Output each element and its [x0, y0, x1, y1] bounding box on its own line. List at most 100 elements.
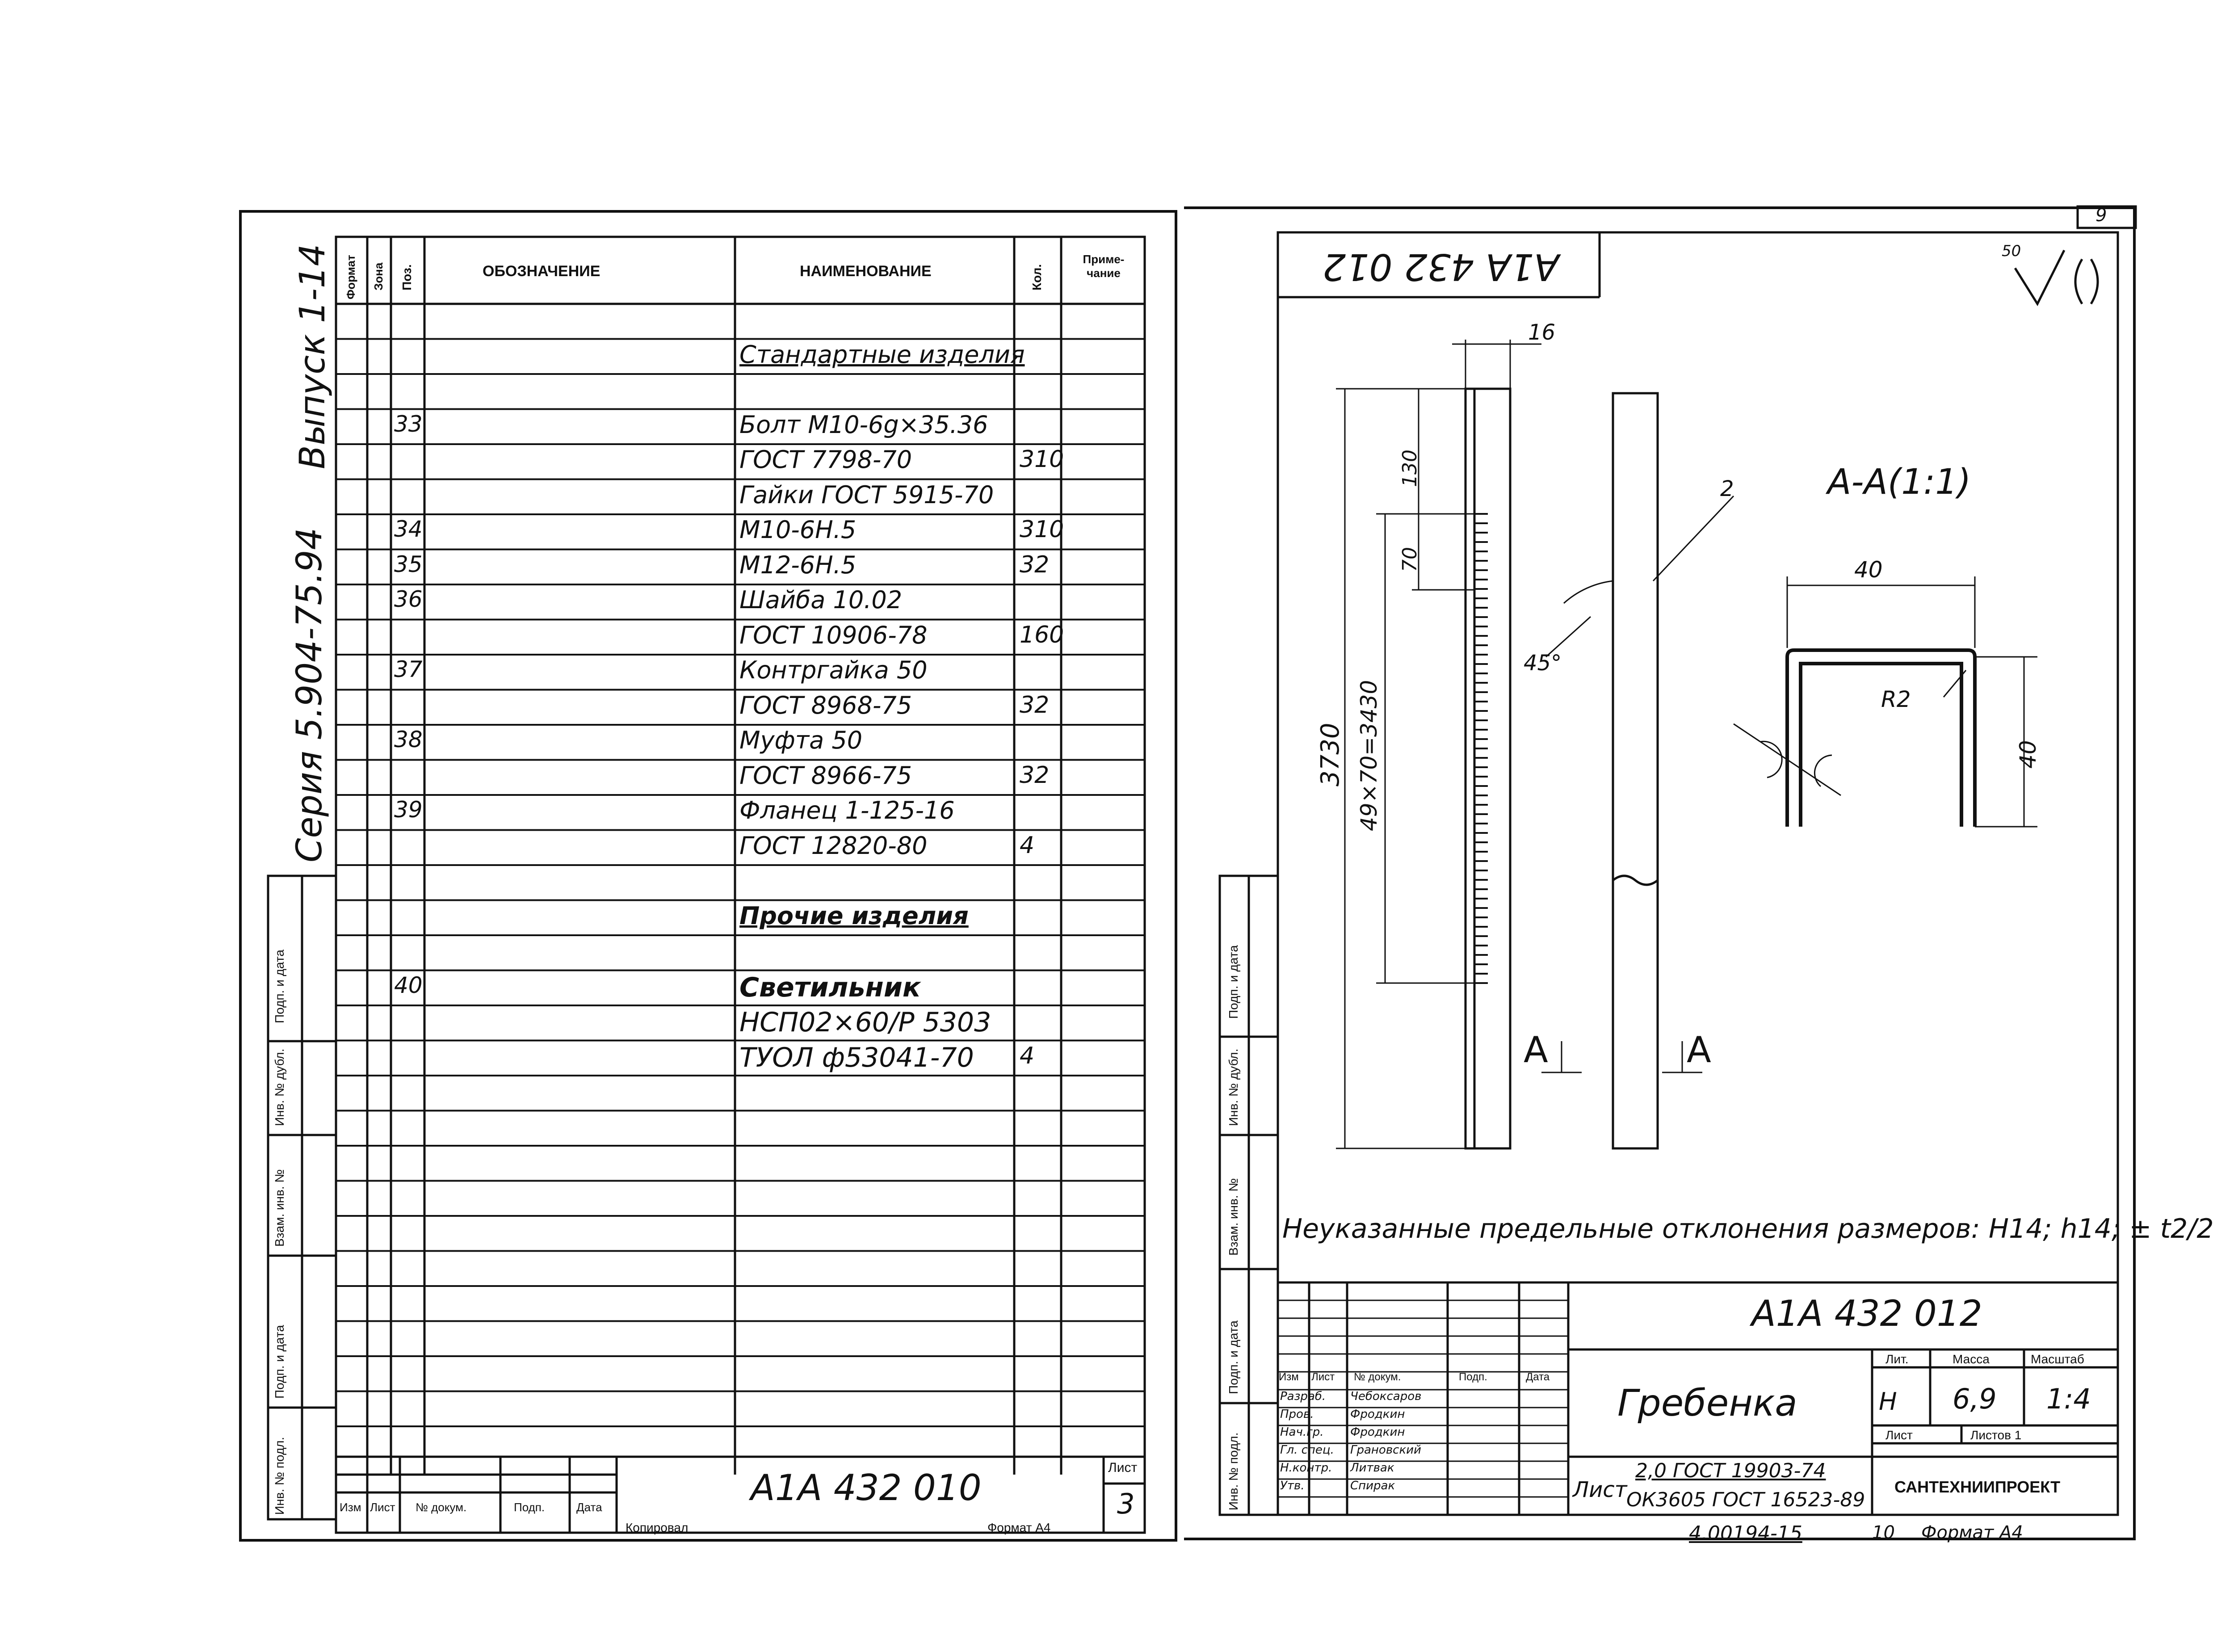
row-name: Шайба 10.02: [739, 586, 903, 614]
right-side-label-2: Инв. № дубл.: [1226, 1048, 1240, 1126]
stamp-person-role: Пров.: [1280, 1408, 1314, 1421]
left-stamp-col-3: № докум.: [416, 1501, 467, 1514]
row-name: ГОСТ 8968-75: [739, 691, 912, 719]
stamp-sheets-label: Листов 1: [1970, 1428, 2022, 1442]
dim-3730: 3730: [1316, 723, 1345, 786]
bottom-code: 4.00194-15: [1689, 1522, 1802, 1545]
stamp-title: Гребенка: [1617, 1382, 1797, 1425]
stamp-person-name: Спирак: [1350, 1479, 1395, 1492]
bottom-format: Формат А4: [1921, 1522, 2023, 1543]
dim-130: 130: [1398, 450, 1421, 487]
right-drawing-sheet: [1184, 206, 2136, 1540]
row-pos: 40: [394, 972, 423, 998]
row-pos: 35: [394, 551, 423, 577]
stamp-sheet-label: Лист: [1885, 1428, 1913, 1442]
comb-side-view: [1612, 392, 1659, 1150]
row-name: Фланец 1-125-16: [739, 796, 955, 824]
stamp-head-col-2: Лист: [1311, 1371, 1335, 1383]
row-qty: 32: [1020, 691, 1050, 719]
roughness-symbol: [2014, 249, 2099, 307]
right-side-label-1: Подп. и дата: [1226, 945, 1240, 1019]
row-name: ГОСТ 8966-75: [739, 761, 912, 790]
stamp-person-role: Разраб.: [1280, 1390, 1326, 1403]
left-stamp-sheet-label: Лист: [1108, 1460, 1138, 1475]
stamp-head-col-1: Изм: [1279, 1371, 1299, 1383]
row-qty: 310: [1020, 516, 1064, 543]
row-qty: 32: [1020, 761, 1050, 789]
right-side-label-4: Подп. и дата: [1226, 1320, 1240, 1394]
row-pos: 36: [394, 586, 423, 612]
row-name: ТУОЛ ф53041-70: [739, 1042, 974, 1073]
header-name: НАИМЕНОВАНИЕ: [800, 263, 932, 280]
header-note: Приме-чание: [1083, 252, 1125, 280]
tolerance-note: Неуказанные предельные отклонения размер…: [1282, 1213, 2214, 1244]
row-name: Гайки ГОСТ 5915-70: [739, 480, 994, 509]
left-format-label: Формат А4: [987, 1521, 1051, 1534]
stamp-person-role: Гл. спец.: [1280, 1443, 1334, 1457]
dim-r2: R2: [1881, 686, 1911, 712]
row-name: НСП02×60/Р 5303: [739, 1007, 991, 1038]
row-name: Муфта 50: [739, 726, 863, 754]
row-name: Прочие изделия: [739, 901, 969, 930]
row-name: ГОСТ 10906-78: [739, 621, 928, 649]
left-stamp-code: А1А 432 010: [751, 1467, 982, 1509]
left-stamp-col-5: Дата: [576, 1501, 602, 1514]
stamp-person-role: Н.контр.: [1280, 1461, 1332, 1475]
stamp-scale-label: Масштаб: [2031, 1352, 2084, 1366]
row-qty: 310: [1020, 446, 1064, 473]
row-name: Болт М10-6g×35.36: [739, 410, 988, 439]
row-pos: 39: [394, 797, 423, 823]
stamp-mass-label: Масса: [1953, 1352, 1990, 1366]
left-stamp-col-2: Лист: [370, 1501, 395, 1514]
row-qty: 4: [1020, 1042, 1035, 1069]
mirrored-code: А1А 432 012: [1323, 245, 1559, 288]
stamp-person-name: Чебоксаров: [1350, 1390, 1422, 1403]
stamp-org: САНТЕХНИИПРОЕКТ: [1894, 1478, 2061, 1496]
right-side-label-5: Инв. № подл.: [1226, 1432, 1240, 1510]
stamp-code: А1А 432 012: [1751, 1293, 1982, 1334]
row-name: ГОСТ 12820-80: [739, 831, 928, 860]
row-qty: 32: [1020, 551, 1050, 578]
dim-45: 45°: [1524, 651, 1562, 676]
stamp-lit: Н: [1879, 1387, 1897, 1416]
stamp-mass: 6,9: [1953, 1383, 1997, 1415]
stamp-person-role: Утв.: [1280, 1479, 1305, 1492]
stamp-material-prefix: Лист: [1573, 1477, 1627, 1502]
stamp-scale: 1:4: [2046, 1383, 2091, 1415]
left-stamp-sheet-no: 3: [1117, 1488, 1135, 1520]
comb-elevation-view: [1464, 387, 1512, 1150]
dim-49x70: 49×70=3430: [1356, 680, 1382, 831]
roughness-value: 50: [2002, 242, 2021, 260]
stamp-person-name: Литвак: [1350, 1461, 1394, 1475]
page-number: 9: [2095, 205, 2107, 226]
stamp-material-l2: ОК3605 ГОСТ 16523-89: [1626, 1488, 1865, 1511]
stamp-head-col-4: Подп.: [1459, 1371, 1487, 1383]
stamp-head-col-5: Дата: [1526, 1371, 1550, 1383]
row-name: ГОСТ 7798-70: [739, 446, 912, 474]
cut-mark-a-left: А: [1524, 1029, 1548, 1071]
section-title: А-А(1:1): [1827, 462, 1971, 502]
stamp-person-role: Нач.гр.: [1280, 1425, 1324, 1439]
dim-40-side: 40: [2015, 740, 2041, 769]
row-pos: 38: [394, 727, 423, 752]
left-stamp-col-4: Подп.: [514, 1501, 545, 1514]
stamp-head-col-3: № докум.: [1354, 1371, 1401, 1383]
dim-2: 2: [1720, 476, 1734, 501]
dim-16: 16: [1528, 320, 1556, 345]
left-spec-sheet: [239, 210, 1177, 1542]
bottom-num: 10: [1872, 1522, 1895, 1543]
row-name: М10-6Н.5: [739, 516, 857, 544]
cut-mark-a-right: А: [1687, 1029, 1711, 1071]
right-side-label-3: Взам. инв. №: [1226, 1178, 1240, 1256]
stamp-material-l1: 2,0 ГОСТ 19903-74: [1635, 1459, 1826, 1482]
row-qty: 4: [1020, 832, 1035, 859]
row-name: Стандартные изделия: [739, 340, 1025, 369]
left-copied-label: Копировал: [626, 1521, 689, 1534]
section-a-a-profile: [1785, 648, 1977, 827]
row-pos: 33: [394, 411, 423, 437]
stamp-lit-label: Лит.: [1885, 1352, 1909, 1366]
row-name: Светильник: [739, 971, 921, 1003]
header-designation: ОБОЗНАЧЕНИЕ: [483, 263, 600, 280]
stamp-person-name: Фродкин: [1350, 1408, 1405, 1421]
